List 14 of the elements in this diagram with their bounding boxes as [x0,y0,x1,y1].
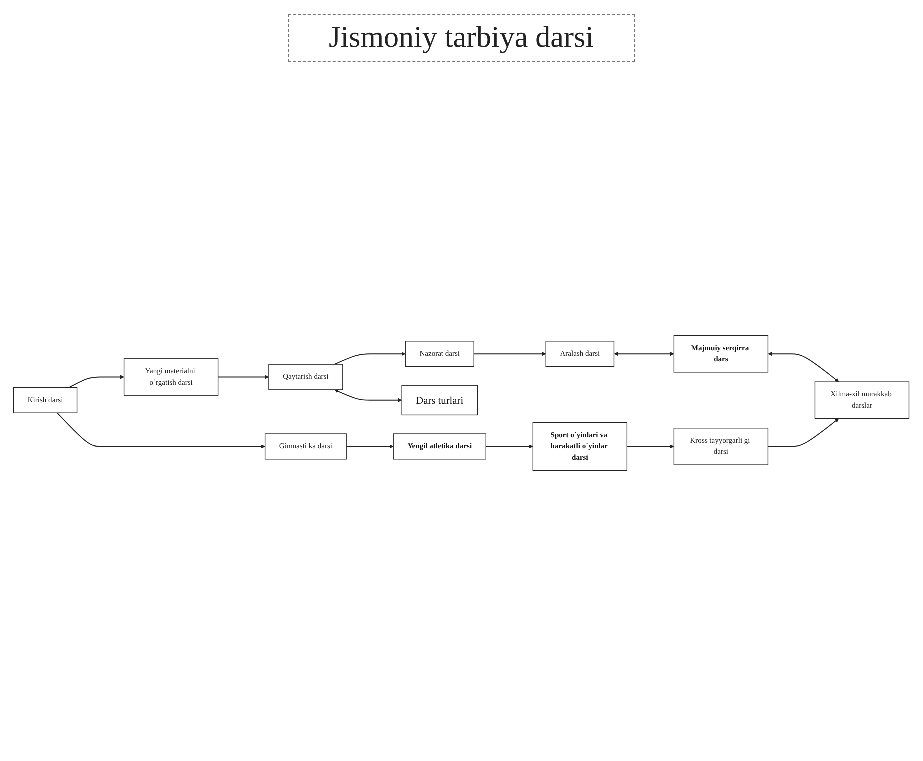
arrow [768,352,840,382]
arrow [346,444,394,449]
arrow [56,412,266,449]
arrow [334,389,402,402]
arrow [474,352,546,356]
arrow [768,418,840,447]
arrow [614,352,674,356]
arrow [218,374,270,380]
arrow [486,444,534,449]
diagram-title: Jismoniy tarbiya darsi [288,14,635,62]
node-box: Dars turlari [402,385,478,416]
arrow [334,352,406,365]
arrow [626,444,674,449]
arrow [68,374,124,388]
